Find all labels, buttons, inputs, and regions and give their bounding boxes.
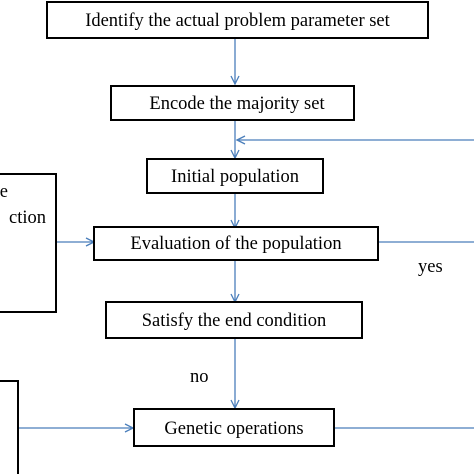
node-initial: Initial population [146, 158, 324, 194]
node-left-cropped-line1: e [0, 182, 8, 202]
node-genetic: Genetic operations [133, 408, 335, 447]
node-initial-label: Initial population [171, 167, 299, 187]
node-left-cropped: e ction [0, 173, 57, 313]
node-identify-label: Identify the actual problem parameter se… [85, 11, 390, 31]
node-encode-label: Encode the majority set [149, 94, 325, 114]
node-satisfy: Satisfy the end condition [105, 301, 363, 339]
node-identify: Identify the actual problem parameter se… [46, 1, 429, 39]
node-evaluation: Evaluation of the population [93, 226, 379, 261]
node-genetic-label: Genetic operations [164, 419, 303, 439]
node-encode: Encode the majority set [110, 85, 355, 121]
edge-label-yes: yes [418, 257, 443, 277]
node-satisfy-label: Satisfy the end condition [142, 311, 326, 331]
edge-label-no: no [190, 367, 209, 387]
node-left-bottom-cropped [0, 380, 19, 474]
node-evaluation-label: Evaluation of the population [130, 234, 341, 254]
node-left-cropped-line2: ction [9, 208, 46, 228]
